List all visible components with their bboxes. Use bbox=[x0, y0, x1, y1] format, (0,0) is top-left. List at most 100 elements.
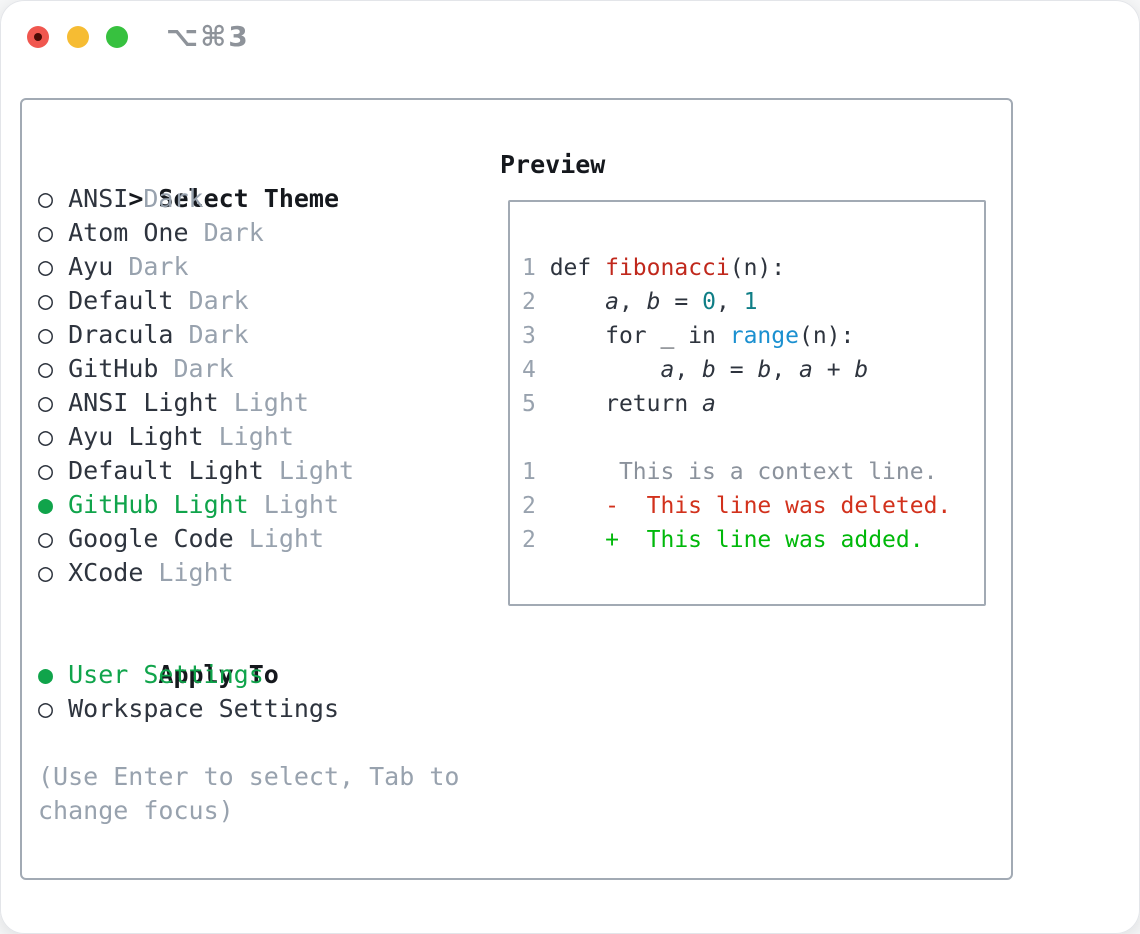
blank-line bbox=[522, 421, 951, 455]
radio-selected-icon: ● bbox=[38, 660, 69, 689]
radio-icon: ○ bbox=[38, 388, 69, 417]
code-token: 1 bbox=[522, 459, 536, 485]
theme-option-github-dark[interactable]: ○ GitHub Dark bbox=[38, 352, 459, 386]
preview-header: Preview bbox=[500, 148, 605, 182]
apply-option-label: User Settings bbox=[68, 660, 264, 689]
code-token: a bbox=[799, 357, 813, 383]
code-token: a bbox=[660, 357, 675, 383]
radio-icon: ○ bbox=[38, 694, 69, 723]
theme-name: GitHub bbox=[68, 354, 174, 383]
theme-name: GitHub Light bbox=[68, 490, 264, 519]
theme-variant: Light bbox=[233, 388, 309, 417]
theme-variant: Dark bbox=[188, 286, 249, 315]
code-token bbox=[536, 357, 661, 383]
focus-caret-icon: > bbox=[128, 184, 144, 213]
code-token: b bbox=[646, 289, 661, 315]
theme-option-xcode-light[interactable]: ○ XCode Light bbox=[38, 556, 459, 590]
theme-option-default-dark[interactable]: ○ Default Dark bbox=[38, 284, 459, 318]
maximize-button[interactable] bbox=[106, 26, 128, 48]
code-token: 0 bbox=[702, 289, 716, 315]
hint-line-2: change focus) bbox=[38, 796, 234, 825]
code-token: (n): bbox=[798, 323, 855, 349]
theme-variant: Dark bbox=[143, 184, 204, 213]
apply-option-user-settings[interactable]: ● User Settings bbox=[38, 658, 459, 692]
code-token: , bbox=[771, 357, 800, 383]
radio-icon: ○ bbox=[38, 252, 69, 281]
code-token: fibonacci bbox=[605, 255, 730, 281]
radio-icon: ○ bbox=[38, 354, 69, 383]
theme-option-default-light-light[interactable]: ○ Default Light Light bbox=[38, 454, 459, 488]
diff-context-line: 1 This is a context line. bbox=[522, 455, 951, 489]
code-token: - This line was deleted. bbox=[535, 493, 952, 519]
code-token: , bbox=[618, 289, 647, 315]
theme-option-dracula-dark[interactable]: ○ Dracula Dark bbox=[38, 318, 459, 352]
theme-variant: Dark bbox=[203, 218, 264, 247]
code-token: 1 bbox=[743, 289, 758, 315]
apply-to-header-label: Apply To bbox=[158, 660, 279, 689]
radio-icon: ○ bbox=[38, 422, 69, 451]
code-token: , bbox=[715, 289, 744, 315]
apply-to-header: Apply To bbox=[38, 624, 459, 689]
theme-option-ayu-dark[interactable]: ○ Ayu Dark bbox=[38, 250, 459, 284]
radio-icon: ○ bbox=[38, 286, 69, 315]
apply-option-label: Workspace Settings bbox=[68, 694, 340, 723]
theme-list: ○ ANSI Dark○ Atom One Dark○ Ayu Dark○ De… bbox=[38, 182, 459, 590]
theme-name: Dracula bbox=[68, 320, 189, 349]
code-line-3: 3 for _ in range(n): bbox=[522, 319, 951, 353]
radio-icon: ○ bbox=[38, 320, 69, 349]
minimize-button[interactable] bbox=[67, 26, 89, 48]
theme-name: ANSI Light bbox=[68, 388, 234, 417]
radio-icon: ○ bbox=[38, 558, 69, 587]
theme-option-ansi-dark[interactable]: ○ ANSI Dark bbox=[38, 182, 459, 216]
theme-option-atom-one-dark[interactable]: ○ Atom One Dark bbox=[38, 216, 459, 250]
code-token: b bbox=[757, 357, 772, 383]
code-token: range bbox=[729, 323, 799, 349]
window-title: ⌥⌘3 bbox=[166, 20, 250, 53]
code-token: a bbox=[702, 391, 716, 417]
radio-icon: ○ bbox=[38, 218, 69, 247]
preview-header-label: Preview bbox=[500, 150, 606, 179]
code-token: , bbox=[674, 357, 703, 383]
code-token: 2 bbox=[522, 527, 536, 553]
code-token bbox=[536, 289, 605, 315]
theme-option-google-code-light[interactable]: ○ Google Code Light bbox=[38, 522, 459, 556]
theme-option-github-light-light[interactable]: ● GitHub Light Light bbox=[38, 488, 459, 522]
theme-variant: Light bbox=[278, 456, 355, 485]
theme-variant: Light bbox=[248, 524, 324, 553]
diff-deleted-line: 2 - This line was deleted. bbox=[522, 489, 951, 523]
close-button-dot bbox=[34, 33, 42, 41]
theme-name: Ayu bbox=[68, 252, 129, 281]
close-button[interactable] bbox=[27, 26, 49, 48]
code-line-2: 2 a, b = 0, 1 bbox=[522, 285, 951, 319]
spacer bbox=[38, 590, 459, 624]
code-token: 1 bbox=[522, 255, 536, 281]
select-theme-header-label: Select Theme bbox=[158, 184, 340, 213]
code-token: for _ in bbox=[535, 323, 730, 349]
hint-line-1: (Use Enter to select, Tab to bbox=[38, 762, 460, 791]
apply-option-workspace-settings[interactable]: ○ Workspace Settings bbox=[38, 692, 459, 726]
radio-icon: ○ bbox=[38, 524, 69, 553]
theme-name: Atom One bbox=[68, 218, 204, 247]
theme-variant: Light bbox=[158, 558, 234, 587]
code-token: b bbox=[854, 357, 869, 383]
code-token: b bbox=[702, 357, 716, 383]
code-line-4: 4 a, b = b, a + b bbox=[522, 353, 951, 387]
theme-name: Default Light bbox=[68, 456, 279, 485]
code-token: 2 bbox=[522, 493, 536, 519]
title-bar: ⌥⌘3 bbox=[0, 0, 1140, 74]
theme-variant: Dark bbox=[173, 354, 234, 383]
code-token: 5 bbox=[522, 391, 536, 417]
code-token: return bbox=[535, 391, 703, 417]
theme-variant: Light bbox=[218, 422, 294, 451]
apply-to-list: ● User Settings○ Workspace Settings bbox=[38, 658, 459, 726]
theme-name: Google Code bbox=[68, 524, 249, 553]
theme-option-ansi-light-light[interactable]: ○ ANSI Light Light bbox=[38, 386, 459, 420]
code-token: (n): bbox=[729, 255, 786, 281]
code-token: = bbox=[715, 357, 758, 383]
theme-option-ayu-light-light[interactable]: ○ Ayu Light Light bbox=[38, 420, 459, 454]
code-token: = bbox=[660, 289, 703, 315]
radio-icon: ○ bbox=[38, 456, 69, 485]
